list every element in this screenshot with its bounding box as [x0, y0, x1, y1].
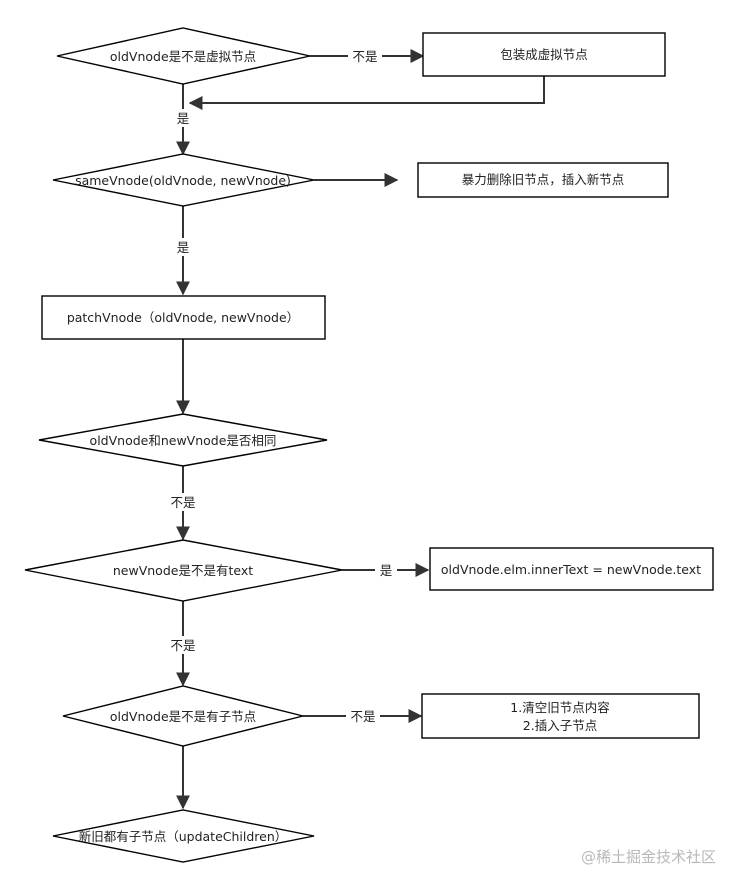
- process-force-replace: [417, 162, 669, 198]
- decision-old-has-children: [62, 685, 304, 747]
- process-clear-and-insert-line2: 2.插入子节点: [523, 718, 597, 733]
- edge-label-d2-p3: 是: [177, 240, 190, 255]
- edge-label-d1-p1: 不是: [352, 49, 378, 64]
- process-set-innertext-label: oldVnode.elm.innerText = newVnode.text: [441, 562, 701, 577]
- edge-label-d4-d5: 不是: [170, 638, 196, 653]
- process-patchvnode-label: patchVnode（oldVnode, newVnode）: [67, 310, 299, 325]
- decision-same-vnodes-label: oldVnode和newVnode是否相同: [90, 433, 277, 448]
- process-force-replace-label: 暴力删除旧节点，插入新节点: [462, 172, 625, 187]
- edge-label-d3-d4: 不是: [170, 495, 196, 510]
- edge-label-d4-p4: 是: [380, 563, 393, 578]
- decision-new-has-text: [24, 539, 343, 602]
- decision-new-has-text-label: newVnode是不是有text: [113, 563, 253, 578]
- edge-p1-return: [188, 76, 545, 110]
- process-wrap-virtual-node-label: 包装成虚拟节点: [500, 47, 588, 62]
- decision-old-has-children-label: oldVnode是不是有子节点: [110, 709, 256, 724]
- decision-oldvnode-is-virtual: [56, 27, 311, 85]
- edge-label-d5-p5: 不是: [350, 709, 376, 724]
- decision-both-have-children-label: 新旧都有子节点（updateChildren）: [79, 829, 288, 844]
- process-wrap-virtual-node: [422, 32, 666, 77]
- watermark: @稀土掘金技术社区: [581, 848, 716, 866]
- process-clear-and-insert-line1: 1.清空旧节点内容: [510, 700, 609, 715]
- process-set-innertext: [429, 547, 714, 591]
- decision-oldvnode-is-virtual-label: oldVnode是不是虚拟节点: [110, 49, 256, 64]
- process-clear-and-insert: [421, 693, 700, 739]
- decision-samevnode-label: sameVnode(oldVnode, newVnode): [75, 173, 291, 188]
- decision-same-vnodes: [38, 413, 328, 467]
- decision-both-have-children: [52, 809, 315, 863]
- decision-samevnode: [52, 153, 315, 207]
- edge-label-merge-d2: 是: [177, 111, 190, 126]
- process-patchvnode: [41, 295, 326, 340]
